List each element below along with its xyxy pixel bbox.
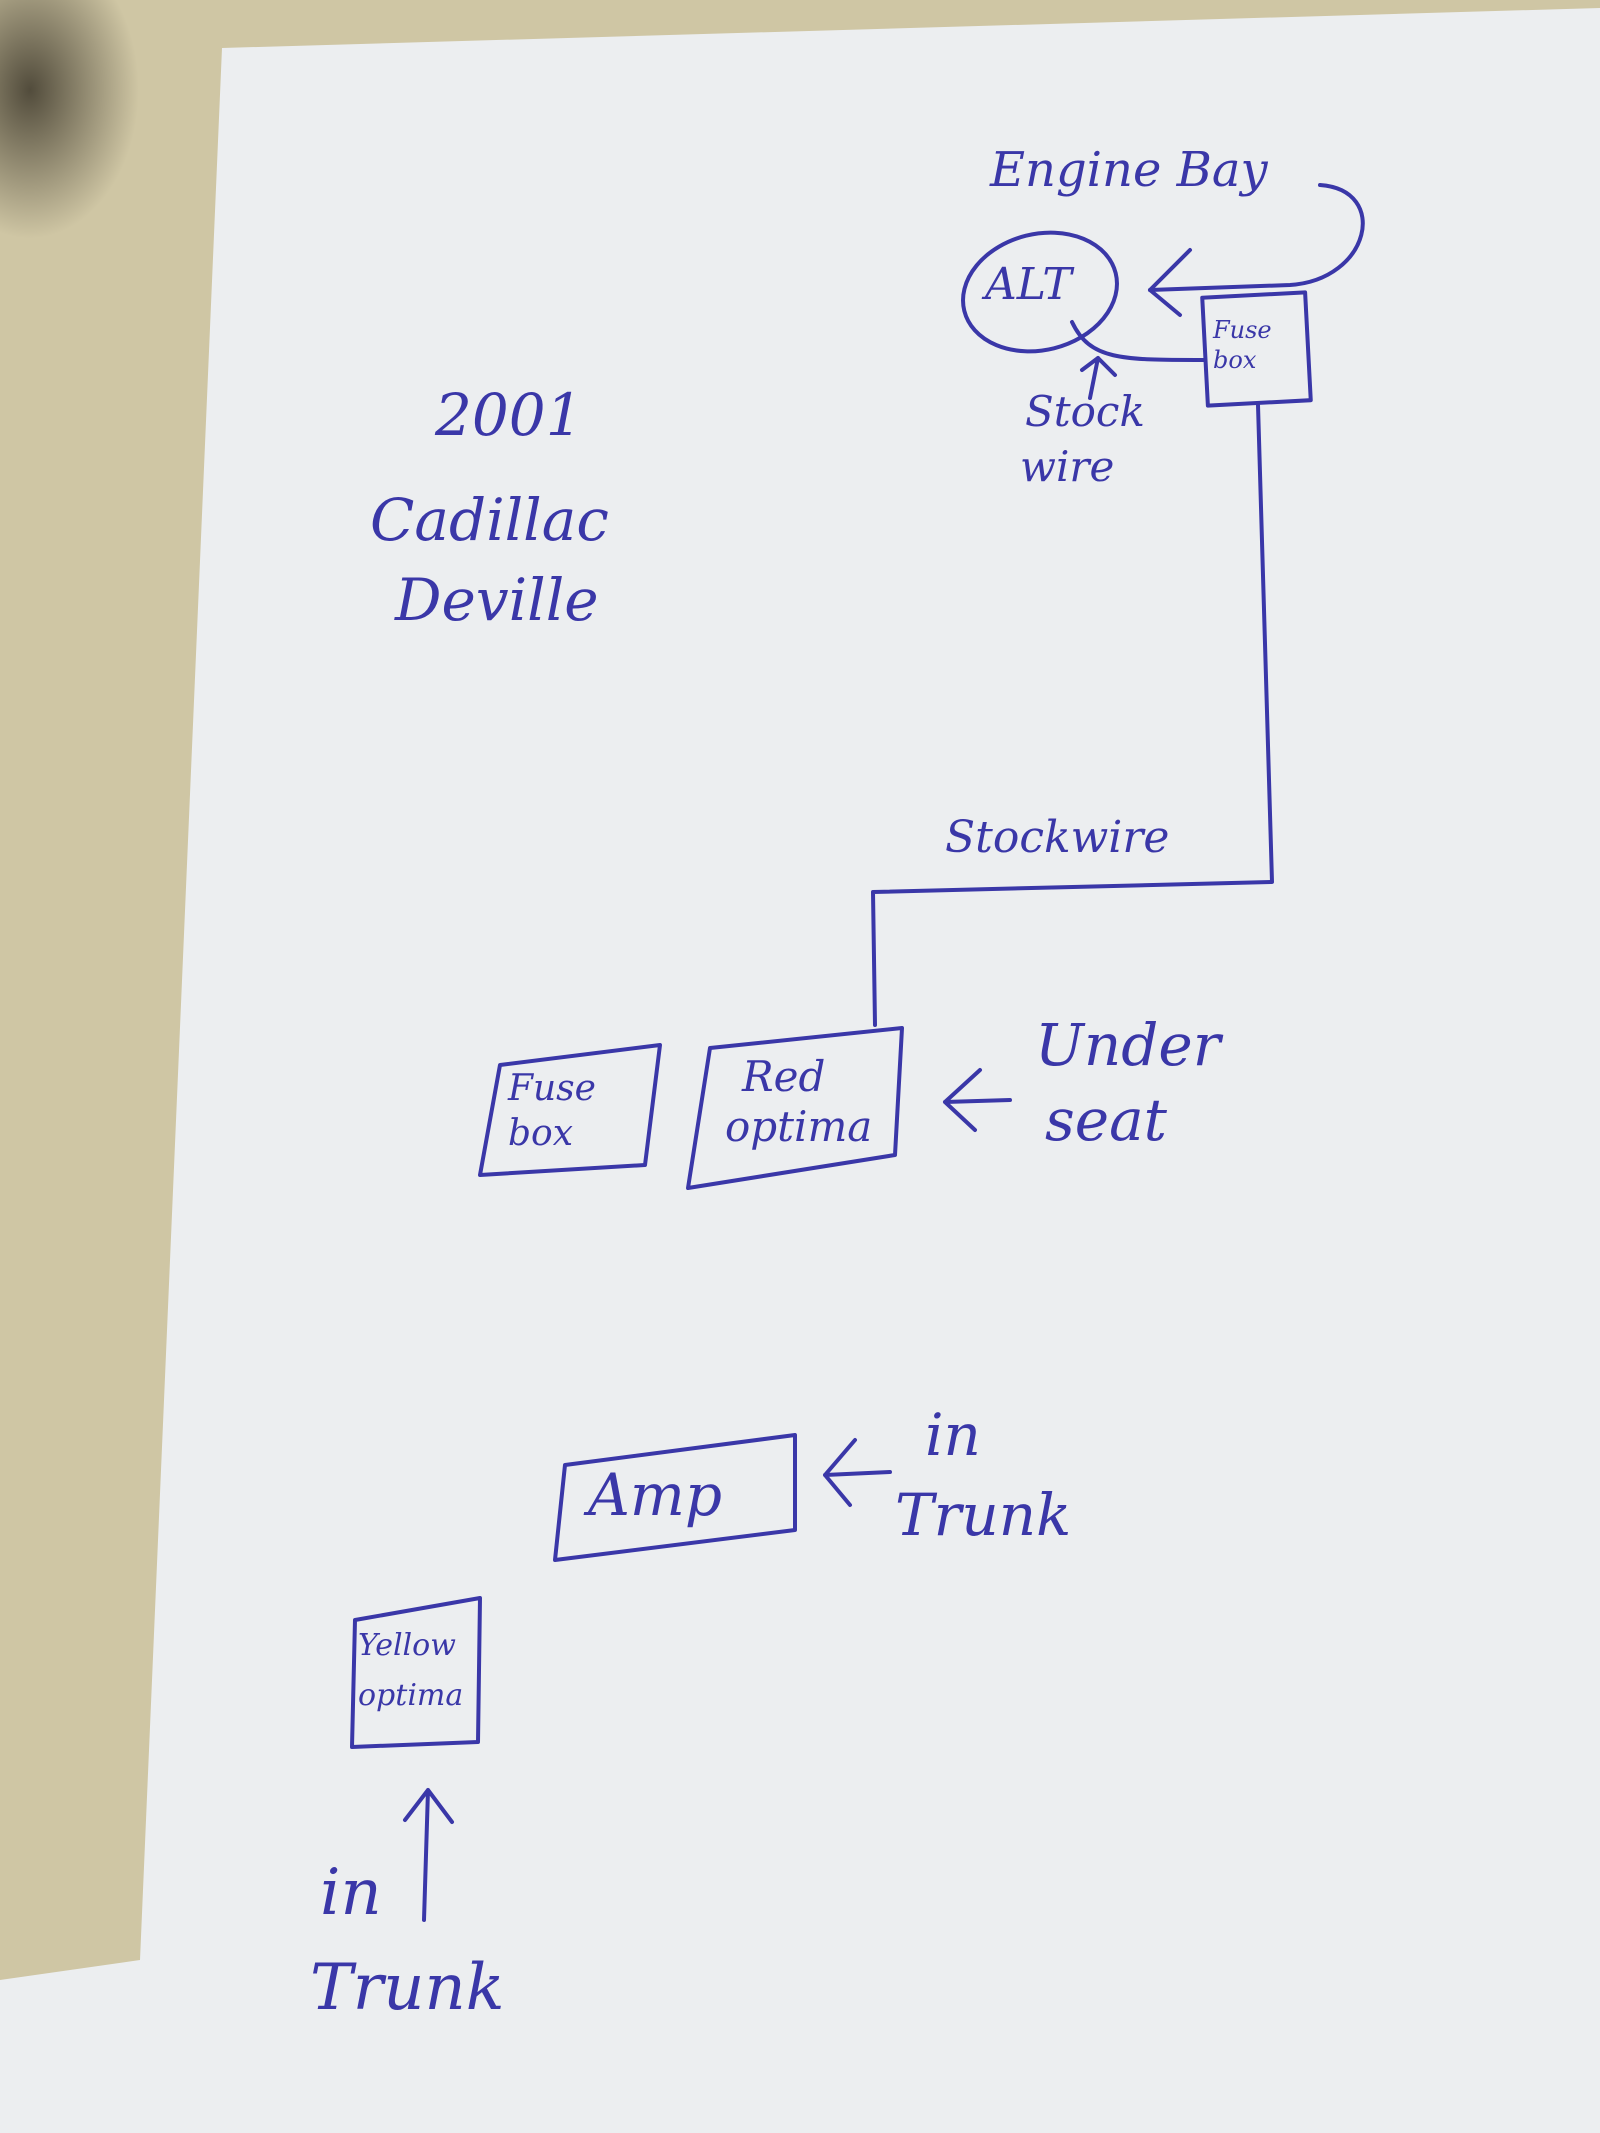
- amp-location-label-2: Trunk: [895, 1481, 1072, 1549]
- yellow-location-label-2: Trunk: [310, 1951, 505, 2025]
- alt-fusebox-wire: [1070, 320, 1207, 362]
- yellow-optima-shape: [350, 1596, 482, 1749]
- stockwire-label: Stockwire: [945, 812, 1170, 863]
- cabin-fuse-box-shape: [478, 1043, 662, 1177]
- stockwire-path: [871, 403, 1274, 1027]
- amp-location-label-1: in: [925, 1401, 981, 1469]
- title-make: Cadillac: [370, 486, 609, 554]
- title-year: 2001: [435, 381, 583, 449]
- yellow-location-label-1: in: [320, 1856, 382, 1930]
- engine-fuse-box-label-2: box: [1213, 346, 1257, 374]
- red-optima-label-2: optima: [725, 1102, 873, 1151]
- stock-wire-label-1: Stock: [1025, 387, 1145, 436]
- engine-fuse-box-shape: [1200, 290, 1313, 408]
- yellow-optima-label-1: Yellow: [358, 1628, 456, 1663]
- amp-label: Amp: [588, 1461, 723, 1529]
- under-seat-label-2: seat: [1045, 1086, 1167, 1154]
- yellow-optima-label-2: optima: [358, 1678, 464, 1713]
- red-optima-label-1: Red: [742, 1052, 826, 1101]
- alternator-shape: [961, 230, 1119, 354]
- title-model: Deville: [395, 566, 599, 634]
- cabin-fuse-box-label-2: box: [508, 1113, 574, 1154]
- stock-wire-label-2: wire: [1020, 442, 1115, 491]
- amp-shape: [553, 1433, 797, 1562]
- engine-bay-label: Engine Bay: [990, 142, 1268, 198]
- red-optima-shape: [686, 1026, 904, 1190]
- alt-label: ALT: [985, 259, 1072, 310]
- engine-bay-arrow: [1148, 183, 1365, 292]
- cabin-fuse-box-label-1: Fuse: [508, 1068, 596, 1109]
- under-seat-label-1: Under: [1035, 1011, 1221, 1079]
- engine-fuse-box-label-1: Fuse: [1213, 316, 1272, 344]
